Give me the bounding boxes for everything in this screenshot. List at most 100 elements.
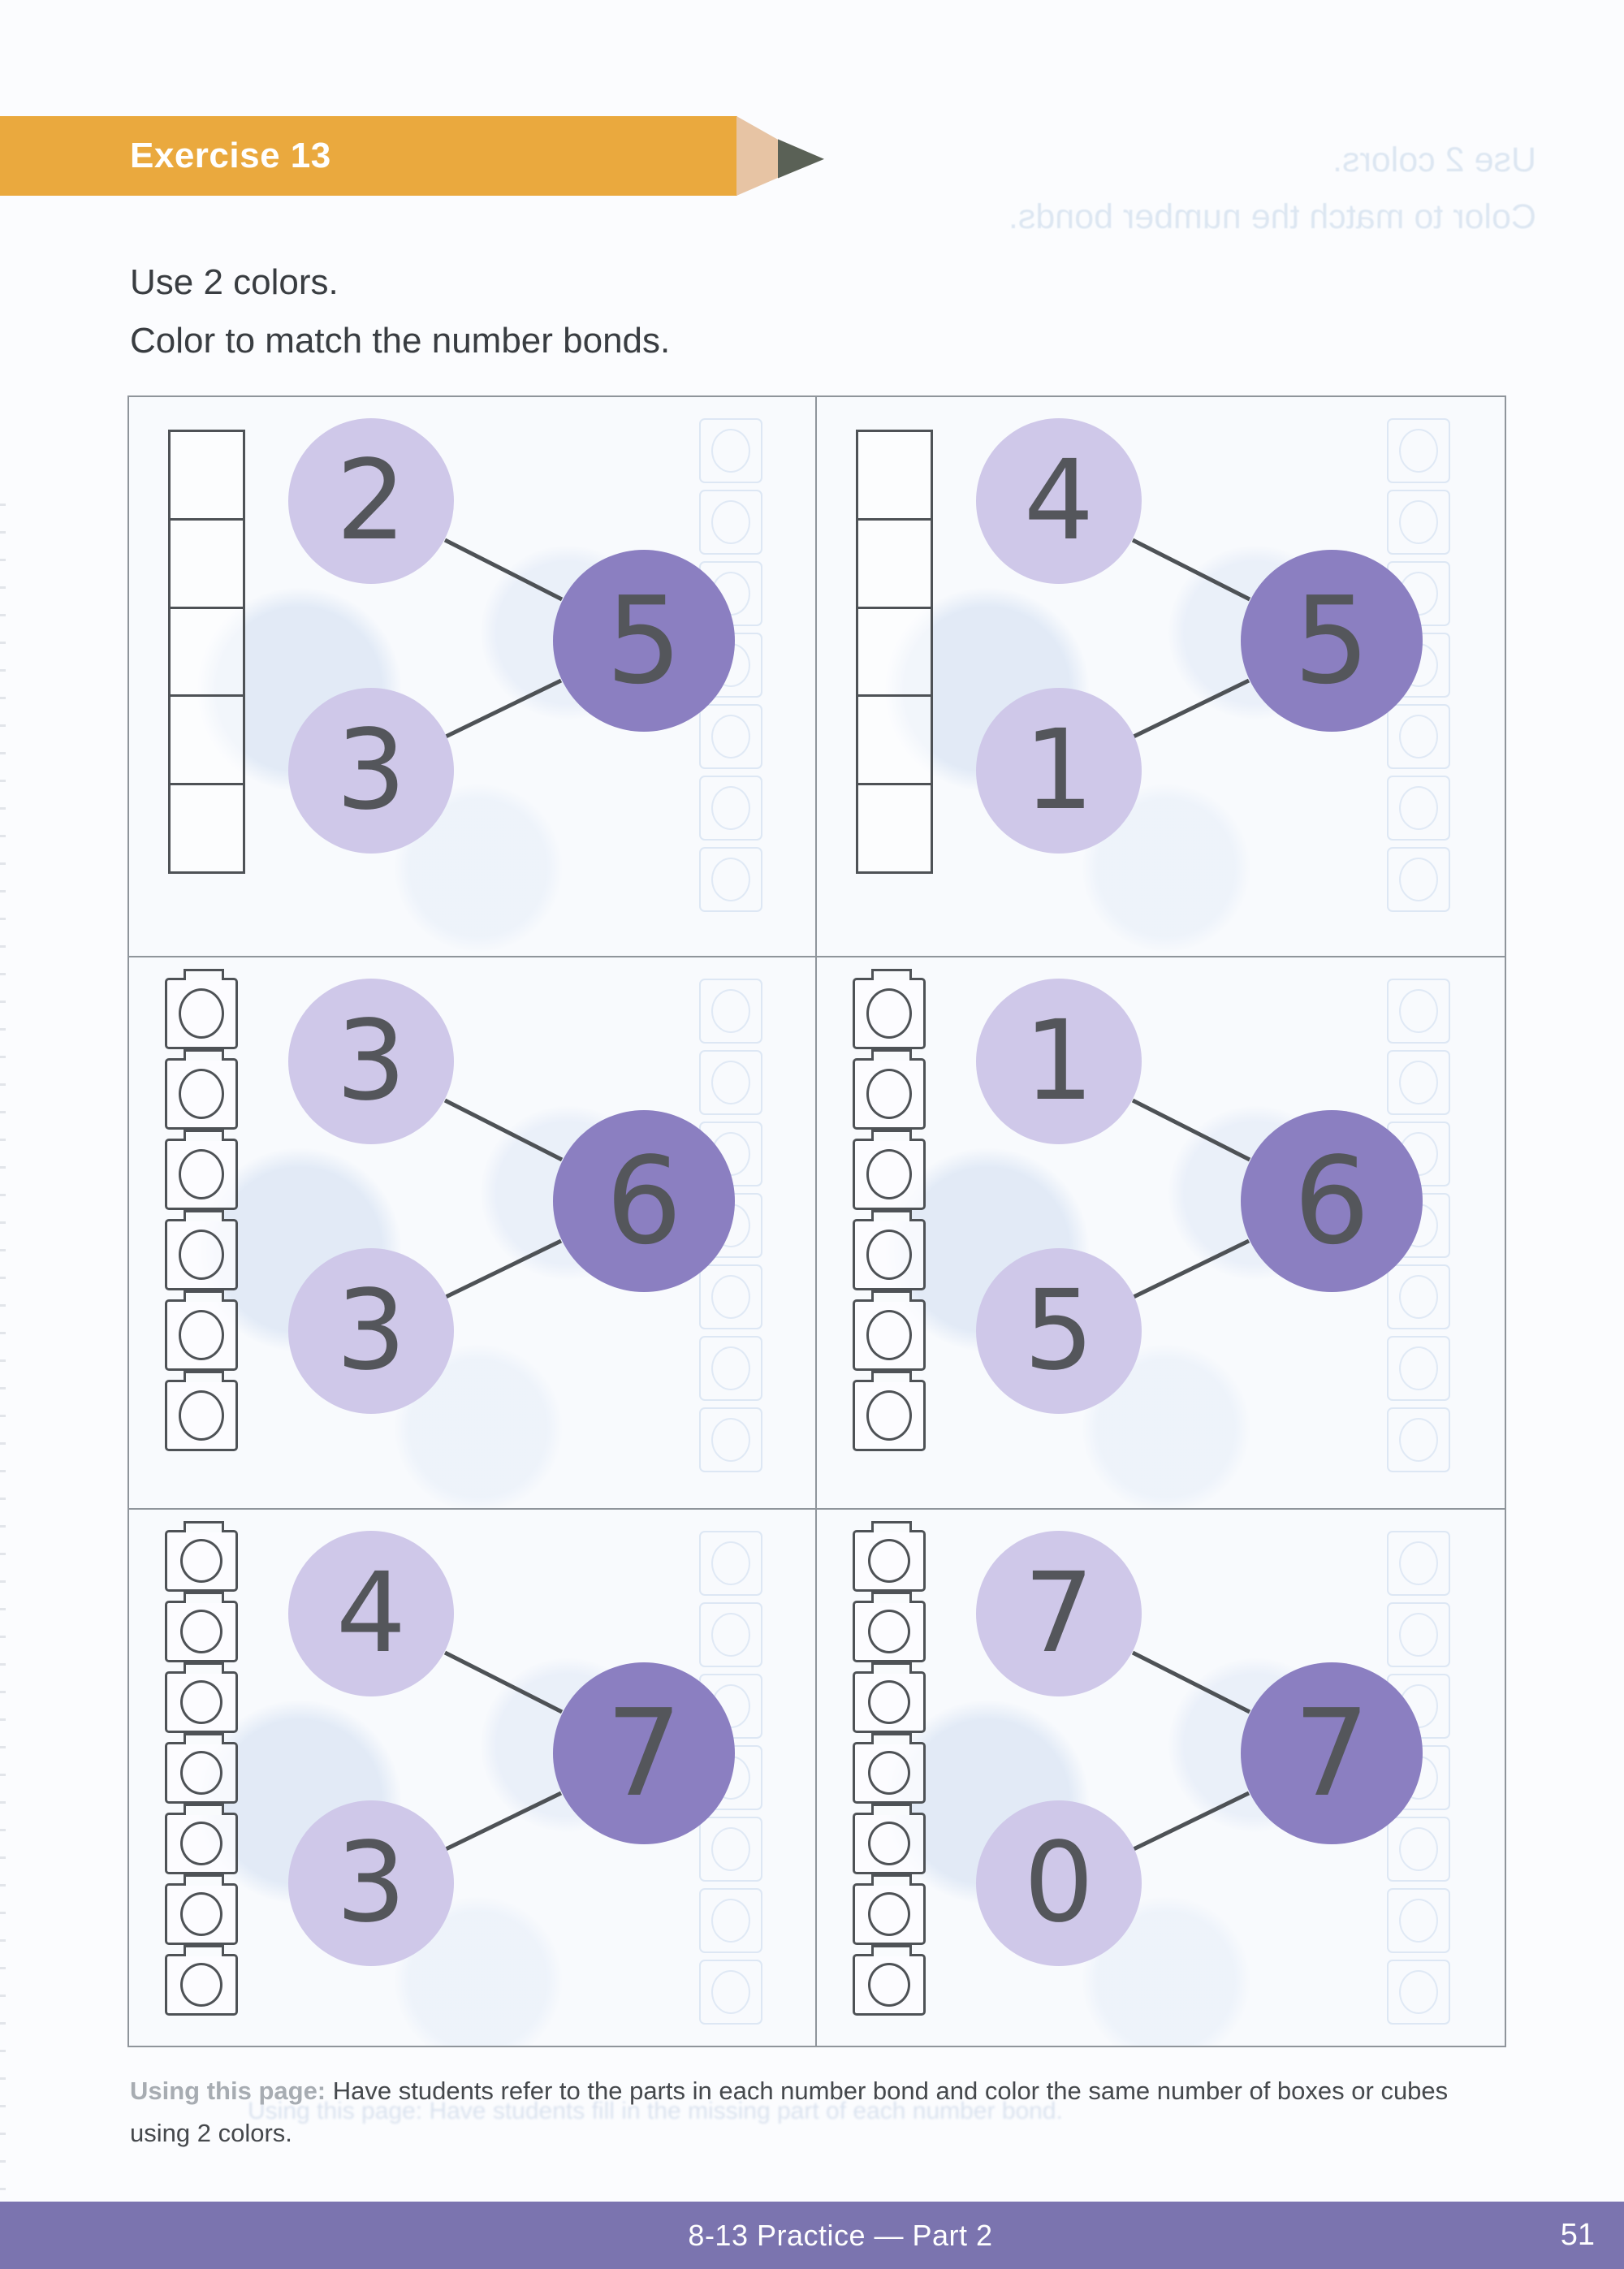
ghost-cube-circle: [711, 429, 750, 473]
ghost-cube-circle: [1399, 1970, 1438, 2014]
cube-circle: [868, 1610, 910, 1653]
teacher-note: Using this page: Have students refer to …: [130, 2070, 1527, 2154]
footer-page-number: 51: [1560, 2218, 1595, 2252]
number-bond-lines: [1131, 538, 1251, 739]
cube-connector: [871, 1804, 912, 1815]
cube-circle: [868, 1680, 910, 1724]
linking-cube: [853, 1299, 926, 1371]
cube-circle: [180, 1822, 222, 1865]
bond-part-value: 4: [335, 1549, 407, 1678]
ghost-cube-circle: [1399, 786, 1438, 830]
strip-box: [171, 697, 243, 786]
showthrough-line: Use 2 colors.: [1332, 140, 1536, 179]
number-bond-lines: [1131, 1650, 1251, 1852]
number-bond-lines: [1131, 1098, 1251, 1299]
ghost-cube: [699, 1050, 762, 1115]
cube-circle: [868, 1539, 910, 1583]
ghost-cube: [1387, 1888, 1450, 1953]
panel-5: 4 3 7: [129, 1510, 817, 2046]
exercise-title: Exercise 13: [130, 136, 331, 175]
teacher-note-line-2: using 2 colors.: [130, 2119, 292, 2147]
linking-cube: [853, 1742, 926, 1804]
ghost-cube-circle: [711, 989, 750, 1033]
bond-whole-value: 7: [605, 1683, 683, 1823]
bond-whole: 5: [1241, 550, 1423, 732]
bond-whole-value: 7: [1293, 1683, 1371, 1823]
linking-cube: [165, 1671, 238, 1733]
ghost-cube: [1387, 1050, 1450, 1115]
linking-cube: [165, 1883, 238, 1945]
ghost-cube-circle: [1399, 1275, 1438, 1319]
pencil-tip-icon: [778, 139, 824, 179]
ghost-cube: [699, 847, 762, 912]
cube-connector: [184, 1371, 224, 1382]
ghost-cube-circle: [1399, 1541, 1438, 1585]
bond-whole: 6: [553, 1110, 735, 1292]
ghost-cube-circle: [711, 1899, 750, 1943]
bond-whole: 7: [1241, 1662, 1423, 1844]
bond-whole: 5: [553, 550, 735, 732]
cube-connector: [184, 1945, 224, 1956]
cube-connector: [184, 1804, 224, 1815]
ghost-cube-circle: [711, 1970, 750, 2014]
bond-part-bottom: 1: [976, 688, 1142, 854]
cube-connector: [871, 1130, 912, 1141]
bond-whole-value: 5: [605, 571, 683, 711]
cube-circle: [179, 988, 224, 1039]
ghost-cube: [1387, 1602, 1450, 1667]
teacher-note-body: Have students refer to the parts in each…: [332, 2077, 1449, 2105]
cube-circle: [180, 1751, 222, 1795]
cube-connector: [871, 1049, 912, 1061]
panel-6: 7 0 7: [817, 1510, 1505, 2046]
panel-4: 1 5 6: [817, 957, 1505, 1510]
number-bond-lines: [443, 1650, 564, 1852]
cube-circle: [866, 1390, 912, 1441]
cube-connector: [871, 969, 912, 980]
bond-part-top: 2: [288, 418, 454, 584]
cube-connector: [871, 1521, 912, 1532]
bond-part-bottom: 3: [288, 1248, 454, 1414]
ghost-cube: [1387, 1960, 1450, 2025]
ghost-cube-circle: [711, 1061, 750, 1104]
bond-whole: 6: [1241, 1110, 1423, 1292]
ghost-cube: [1387, 490, 1450, 555]
bond-part-value: 3: [335, 1267, 407, 1395]
bond-part-value: 5: [1023, 1267, 1095, 1395]
cube-circle: [180, 1892, 222, 1936]
teacher-note-line-1: Using this page: Have students refer to …: [130, 2070, 1527, 2112]
ghost-cube: [699, 490, 762, 555]
bond-part-bottom: 3: [288, 688, 454, 854]
ghost-cube: [1387, 1336, 1450, 1401]
ghost-cube: [699, 979, 762, 1044]
number-bond-lines: [443, 1098, 564, 1299]
ghost-cube: [1387, 1817, 1450, 1882]
bond-part-top: 4: [976, 418, 1142, 584]
five-frame-strip: [168, 430, 245, 874]
ghost-cube-circle: [1399, 1061, 1438, 1104]
linking-cube: [165, 1954, 238, 2016]
teacher-note-label: Using this page:: [130, 2077, 326, 2105]
footer-lesson-label: 8-13 Practice — Part 2: [688, 2219, 993, 2252]
cube-circle: [180, 1610, 222, 1653]
cube-circle: [866, 1230, 912, 1280]
cube-connector: [871, 1662, 912, 1674]
linking-cube: [853, 1139, 926, 1210]
linking-cube: [165, 978, 238, 1049]
ghost-cube-circle: [1399, 1827, 1438, 1871]
ghost-cube: [699, 704, 762, 769]
bond-part-value: 7: [1023, 1549, 1095, 1678]
showthrough-line: Color to match the number bonds.: [1008, 197, 1536, 236]
linking-cube: [165, 1813, 238, 1874]
ghost-cube: [699, 1817, 762, 1882]
ghost-cube: [699, 1407, 762, 1472]
linking-cube-tower: [853, 1521, 931, 2016]
ghost-cube-circle: [711, 1275, 750, 1319]
bond-part-bottom: 0: [976, 1800, 1142, 1966]
linking-cube-tower: [165, 1521, 243, 2016]
ghost-cube: [699, 1336, 762, 1401]
linking-cube: [165, 1219, 238, 1290]
number-bond-lines: [443, 538, 564, 739]
cube-connector: [871, 1290, 912, 1302]
bond-part-value: 3: [335, 1819, 407, 1947]
bond-part-value: 4: [1023, 437, 1095, 565]
